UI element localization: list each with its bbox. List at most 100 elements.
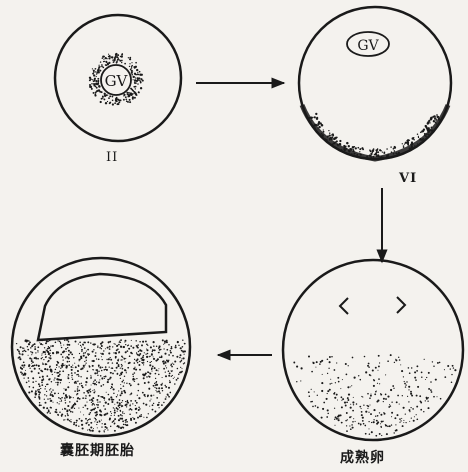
yolk-dot <box>444 376 446 378</box>
halo-dot <box>99 70 101 72</box>
halo-dot <box>129 99 131 101</box>
cell-dot <box>104 408 106 410</box>
yolk-dot <box>334 408 335 409</box>
cell-dot <box>92 430 94 432</box>
shade-dot <box>404 144 405 145</box>
cell-dot <box>28 380 29 381</box>
cell-dot <box>153 395 154 396</box>
cell-dot <box>164 342 165 343</box>
cell-dot <box>174 383 176 385</box>
cell-dot <box>125 421 126 422</box>
cell-dot <box>72 411 74 413</box>
yolk-dot <box>425 379 426 380</box>
shade-dot <box>352 149 354 151</box>
cell-dot <box>107 381 109 383</box>
halo-dot <box>117 54 119 56</box>
yolk-dot <box>427 400 428 401</box>
cell-dot <box>57 414 59 416</box>
cell-dot <box>165 396 166 397</box>
yolk-dot <box>351 385 352 386</box>
yolk-dot <box>380 414 382 416</box>
cell-dot <box>127 400 128 401</box>
cell-dot <box>48 346 49 347</box>
cell-dot <box>43 359 44 360</box>
cell-dot <box>67 405 69 407</box>
halo-dot <box>136 80 138 82</box>
cell-dot <box>108 394 110 396</box>
cell-dot <box>46 340 48 342</box>
yolk-dot <box>341 400 342 401</box>
yolk-dot <box>317 395 318 396</box>
cell-dot <box>43 407 45 409</box>
yolk-dot <box>340 414 342 416</box>
halo-dot <box>129 63 130 64</box>
yolk-dot <box>451 374 452 375</box>
cell-dot <box>129 383 131 385</box>
cell-dot <box>143 394 145 396</box>
yolk-dot <box>312 406 314 408</box>
cell-dot <box>79 360 80 361</box>
cell-dot <box>126 421 128 423</box>
cell-dot <box>106 359 107 360</box>
cell-dot <box>62 351 64 353</box>
yolk-dot <box>313 362 315 364</box>
halo-dot <box>131 74 133 76</box>
cell-dot <box>100 375 102 377</box>
cell-dot <box>58 393 59 394</box>
cell-dot <box>144 352 145 353</box>
cell-dot <box>71 407 73 409</box>
cell-dot <box>70 366 72 368</box>
cell-dot <box>165 362 166 363</box>
cell-dot <box>68 354 70 356</box>
cell-dot <box>133 376 134 377</box>
cell-dot <box>152 349 154 351</box>
cell-dot <box>28 364 30 366</box>
cell-dot <box>31 352 32 353</box>
cell-dot <box>71 377 72 378</box>
halo-dot <box>141 74 142 75</box>
cell-dot <box>148 381 150 383</box>
cell-dot <box>134 362 136 364</box>
halo-dot <box>95 83 97 85</box>
cell-dot <box>106 369 108 371</box>
yolk-dot <box>399 422 400 423</box>
yolk-dot <box>404 381 405 382</box>
halo-dot <box>131 72 133 74</box>
yolk-dot <box>385 398 387 400</box>
yolk-dot <box>380 393 381 394</box>
cell-dot <box>67 357 69 359</box>
cell-dot <box>57 384 59 386</box>
cell-dot <box>165 375 167 377</box>
halo-dot <box>131 62 132 63</box>
yolk-dot <box>383 413 385 415</box>
yolk-dot <box>416 370 418 372</box>
yolk-dot <box>315 405 317 407</box>
cell-dot <box>34 357 36 359</box>
cell-dot <box>58 352 59 353</box>
cell-dot <box>107 429 108 430</box>
cell-dot <box>29 368 30 369</box>
cell-dot <box>102 367 103 368</box>
yolk-dot <box>336 394 338 396</box>
cell-dot <box>59 340 61 342</box>
halo-dot <box>96 87 98 89</box>
cell-dot <box>39 342 40 343</box>
yolk-dot <box>316 361 318 363</box>
cell-dot <box>67 376 68 377</box>
shade-dot <box>354 146 355 147</box>
cell-dot <box>88 389 90 391</box>
cell-dot <box>26 341 28 343</box>
cell-dot <box>172 363 173 364</box>
cell-dot <box>138 390 139 391</box>
halo-dot <box>90 86 91 87</box>
yolk-dot <box>379 362 380 363</box>
cell-dot <box>83 344 84 345</box>
shade-dot <box>427 122 429 124</box>
cell-dot <box>37 346 39 348</box>
cell-dot <box>46 375 48 377</box>
cell-dot <box>59 374 61 376</box>
cell-dot <box>34 346 36 348</box>
cell-dot <box>133 347 134 348</box>
halo-dot <box>138 74 140 76</box>
cell-dot <box>168 344 170 346</box>
